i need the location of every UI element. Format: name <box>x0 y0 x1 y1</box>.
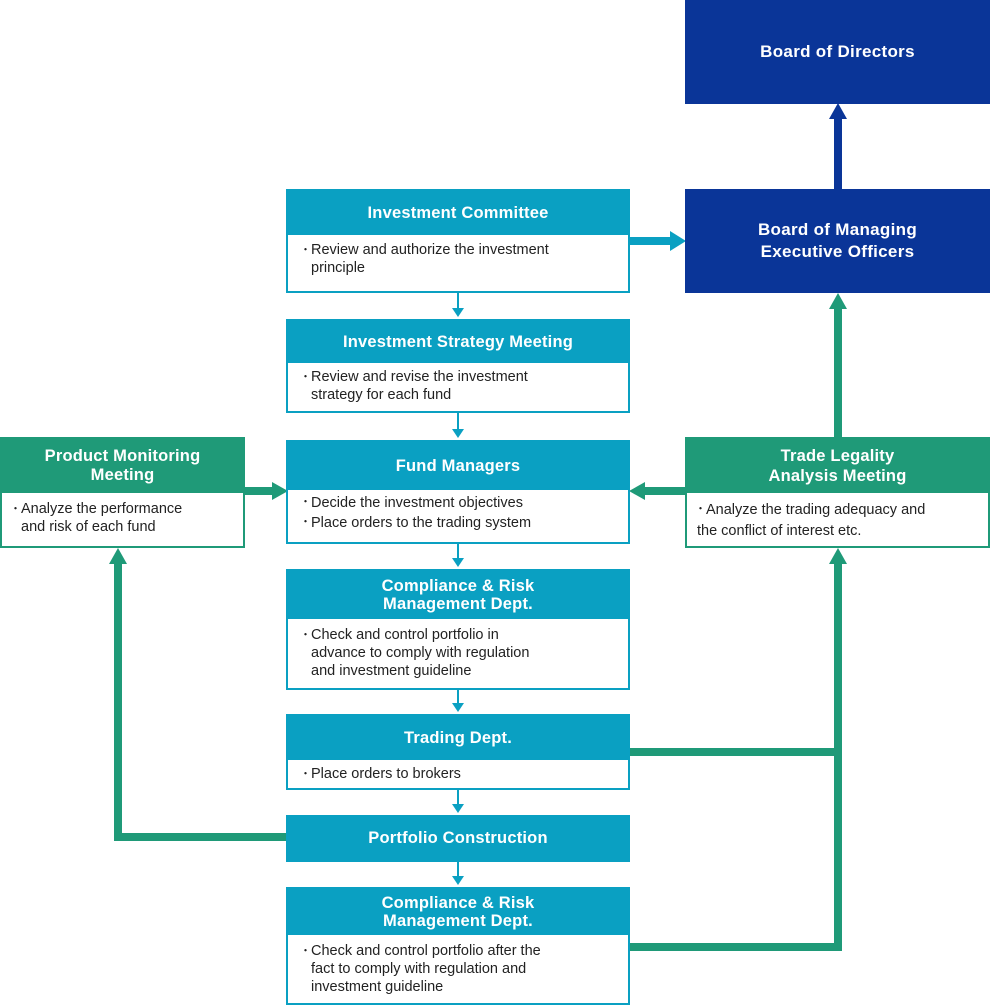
compliance-pre-line: advance to comply with regulation <box>311 645 530 661</box>
portfolio-construction-box: Portfolio Construction <box>286 815 630 862</box>
bullet-icon: ・ <box>300 945 311 957</box>
trade-legality-title-line2: Analysis Meeting <box>768 467 907 485</box>
trading-dept-item: Place orders to brokers <box>311 766 461 782</box>
bullet-icon: ・ <box>300 496 311 508</box>
board-of-managing-box: Board of Managing Executive Officers <box>685 189 990 293</box>
bullet-icon: ・ <box>300 629 311 641</box>
compliance-post-title-line1: Compliance & Risk <box>381 894 535 912</box>
compliance-post-title-line2: Management Dept. <box>383 912 533 930</box>
strategy-item-line: Review and revise the investment <box>311 369 528 385</box>
board-of-directors-label: Board of Directors <box>760 42 915 61</box>
product-monitoring-line: and risk of each fund <box>21 519 156 535</box>
strategy-meeting-title: Investment Strategy Meeting <box>288 321 628 363</box>
compliance-pre-body: ・Check and control portfolio in advance … <box>288 619 628 680</box>
compliance-pre-title-line1: Compliance & Risk <box>381 577 535 595</box>
trading-dept-title: Trading Dept. <box>288 716 628 760</box>
product-monitoring-title: Product Monitoring Meeting <box>2 439 243 493</box>
trade-legality-line: Analyze the trading adequacy and <box>706 502 926 518</box>
product-monitoring-box: Product Monitoring Meeting ・Analyze the … <box>0 437 245 548</box>
compliance-post-body: ・Check and control portfolio after the f… <box>288 935 628 996</box>
committee-to-board-arrow <box>630 231 686 251</box>
investment-committee-body: ・Review and authorize the investment pri… <box>288 235 628 277</box>
bullet-icon: ・ <box>300 516 311 528</box>
green-feedback-arrows <box>109 293 847 951</box>
trade-legality-title-line1: Trade Legality <box>780 447 895 465</box>
compliance-pre-line: Check and control portfolio in <box>311 627 499 643</box>
compliance-pre-title: Compliance & Risk Management Dept. <box>288 571 628 619</box>
fund-managers-item: Decide the investment objectives <box>311 495 523 511</box>
strategy-meeting-body: ・Review and revise the investment strate… <box>288 363 628 404</box>
board-of-managing-line1: Board of Managing <box>757 220 918 239</box>
committee-item-line: Review and authorize the investment <box>311 242 549 258</box>
fund-managers-box: Fund Managers ・Decide the investment obj… <box>286 440 630 544</box>
bullet-icon: ・ <box>300 244 311 256</box>
compliance-post-line: Check and control portfolio after the <box>311 943 541 959</box>
compliance-post-line: investment guideline <box>311 979 444 995</box>
bullet-icon: ・ <box>695 503 706 515</box>
compliance-pre-line: and investment guideline <box>311 663 472 679</box>
board-of-directors-box: Board of Directors <box>685 0 990 104</box>
strategy-item-line: strategy for each fund <box>311 387 452 403</box>
trade-legality-box: Trade Legality Analysis Meeting ・Analyze… <box>685 437 990 548</box>
product-monitoring-body: ・Analyze the performance and risk of eac… <box>2 493 243 536</box>
investment-committee-box: Investment Committee ・Review and authori… <box>286 189 630 293</box>
compliance-post-box: Compliance & Risk Management Dept. ・Chec… <box>286 887 630 1005</box>
teal-flow-arrows <box>452 293 464 885</box>
compliance-post-line: fact to comply with regulation and <box>311 961 527 977</box>
trading-dept-box: Trading Dept. ・Place orders to brokers <box>286 714 630 790</box>
trading-dept-body: ・Place orders to brokers <box>288 760 628 783</box>
trade-legality-title: Trade Legality Analysis Meeting <box>687 439 988 493</box>
portfolio-construction-label: Portfolio Construction <box>368 829 548 847</box>
bullet-icon: ・ <box>300 768 311 780</box>
compliance-pre-box: Compliance & Risk Management Dept. ・Chec… <box>286 569 630 690</box>
fund-managers-body: ・Decide the investment objectives ・Place… <box>288 490 628 533</box>
bullet-icon: ・ <box>300 371 311 383</box>
strategy-meeting-box: Investment Strategy Meeting ・Review and … <box>286 319 630 413</box>
product-monitoring-title-line2: Meeting <box>90 466 155 484</box>
managing-to-directors-arrow <box>829 103 847 190</box>
trade-legality-body: ・Analyze the trading adequacy and the co… <box>687 493 988 542</box>
bullet-icon: ・ <box>10 503 21 515</box>
fund-managers-item: Place orders to the trading system <box>311 515 532 531</box>
compliance-pre-title-line2: Management Dept. <box>383 595 533 613</box>
committee-item-line: principle <box>311 260 365 276</box>
compliance-post-title: Compliance & Risk Management Dept. <box>288 889 628 935</box>
trade-legality-line: the conflict of interest etc. <box>697 523 862 539</box>
fund-managers-title: Fund Managers <box>288 442 628 490</box>
investment-committee-title: Investment Committee <box>288 191 628 235</box>
board-of-managing-line2: Executive Officers <box>760 242 915 261</box>
product-monitoring-line: Analyze the performance <box>21 501 183 517</box>
product-monitoring-title-line1: Product Monitoring <box>44 447 201 465</box>
